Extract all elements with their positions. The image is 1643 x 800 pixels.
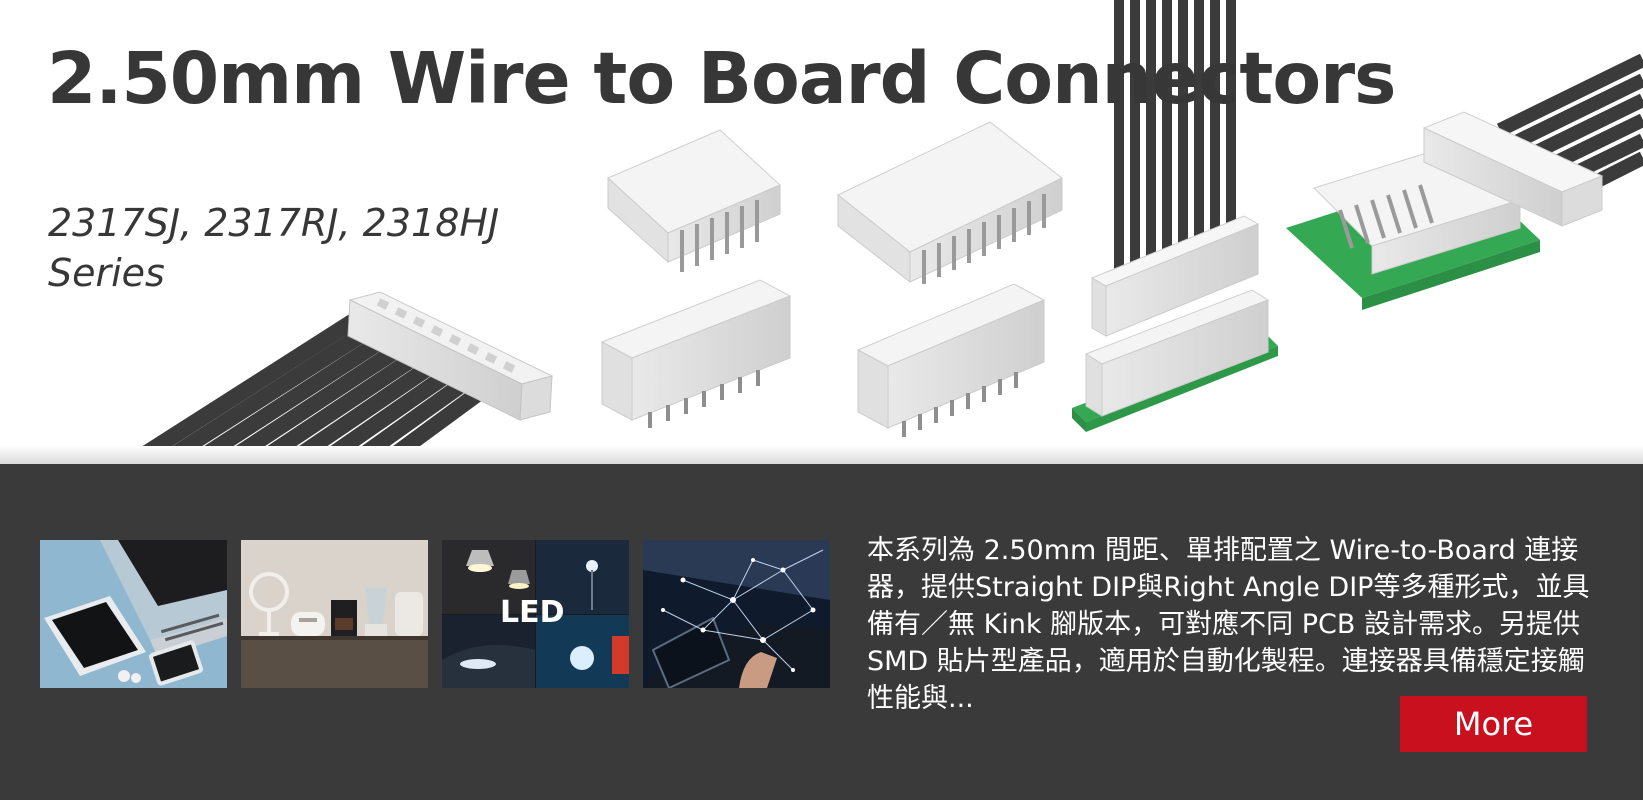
housing-left — [347, 291, 554, 421]
led-icon: LED — [442, 540, 629, 688]
application-thumb-led-lighting: LED — [442, 540, 629, 688]
appliances-icon — [241, 540, 428, 688]
application-thumb-automotive — [643, 540, 830, 688]
vertical-cable-set — [1090, 0, 1260, 337]
series-subtitle: 2317SJ, 2317RJ, 2318HJ Series — [48, 201, 500, 295]
banner-title: 2.50mm Wire to Board Connectors — [47, 37, 1396, 120]
car-screen-icon — [643, 540, 830, 688]
hero-divider-shadow — [0, 446, 1643, 464]
led-photo-label: LED — [500, 595, 565, 630]
application-thumb-consumer-electronics — [40, 540, 227, 688]
pcb-board-lower — [1072, 289, 1278, 432]
laptop-icon — [40, 540, 227, 688]
right-angle-header-large — [837, 121, 1063, 284]
hero-area: 2.50mm Wire to Board Connectors 2317SJ, … — [0, 0, 1643, 464]
application-thumb-home-appliances — [241, 540, 428, 688]
product-description: 本系列為 2.50mm 間距、單排配置之 Wire-to-Board 連接器，提… — [867, 535, 1590, 714]
cable-housing-right — [1422, 53, 1643, 227]
straight-header-small — [600, 279, 792, 428]
more-button[interactable]: More — [1400, 696, 1587, 752]
straight-header-large — [856, 283, 1046, 437]
right-angle-header-small — [607, 129, 781, 272]
info-panel: LED — [0, 464, 1643, 800]
